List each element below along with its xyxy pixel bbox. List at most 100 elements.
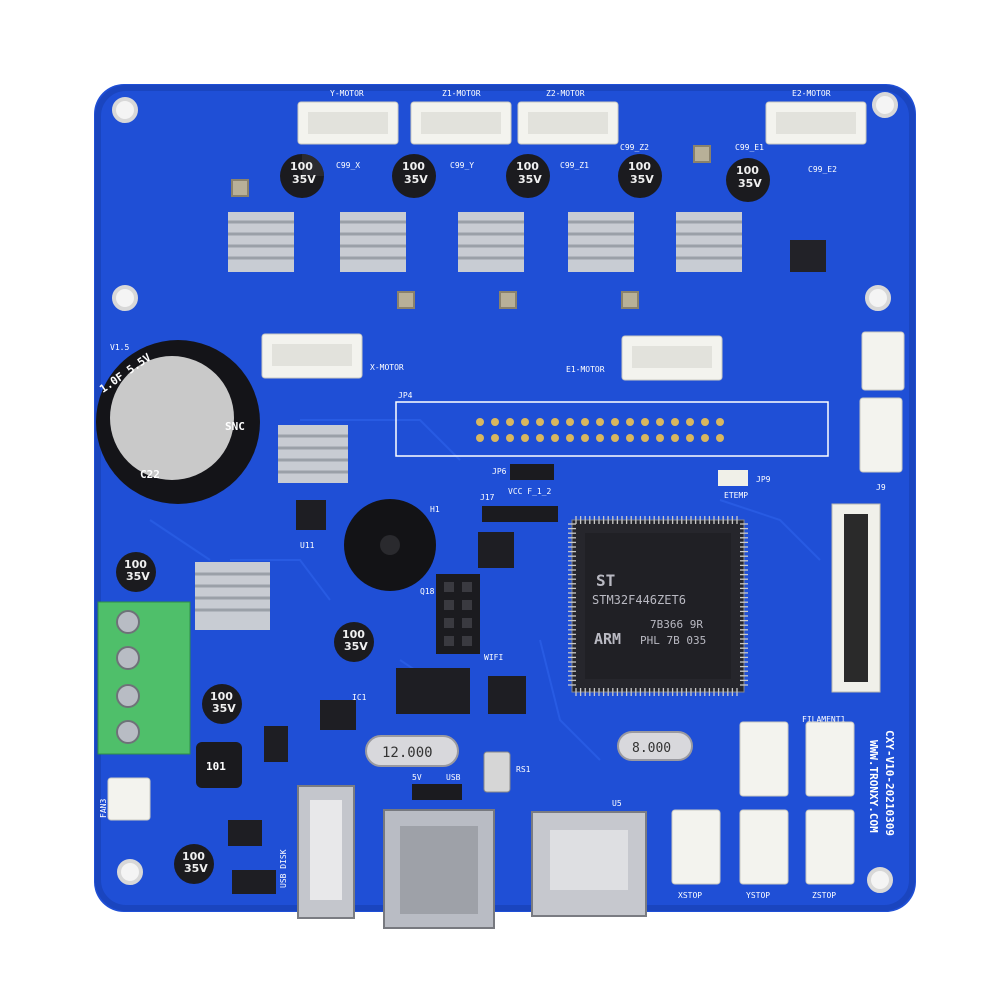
svg-text:YSTOP: YSTOP: [746, 891, 770, 900]
svg-text:35V: 35V: [212, 702, 236, 715]
header-pin: [521, 434, 529, 442]
heatsink-power: [195, 562, 270, 630]
svg-text:100: 100: [402, 160, 425, 173]
svg-text:U5: U5: [612, 799, 622, 808]
header-j17[interactable]: J17: [480, 493, 558, 522]
driver-labels: C99_X C99_Y C99_Z1 C99_Z2 C99_E1 C99_E2: [336, 143, 837, 174]
motor-connector-e1[interactable]: E1-MOTOR: [566, 335, 723, 381]
svg-text:35V: 35V: [404, 173, 428, 186]
header-jp6[interactable]: JP6 VCC F_1_2: [492, 464, 554, 496]
header-pin: [611, 418, 619, 426]
connector-xstop[interactable]: XSTOP: [671, 809, 721, 900]
connector-filament[interactable]: FILAMENT1: [802, 715, 855, 797]
header-pin: [596, 418, 604, 426]
header-pin: [686, 434, 694, 442]
svg-text:35V: 35V: [630, 173, 654, 186]
svg-text:JP6: JP6: [492, 467, 507, 476]
endstop-connectors: FILAMENT1 XSTOP YSTOP ZSTOP: [671, 715, 855, 900]
header-pin: [686, 418, 694, 426]
label-e2-motor: E2-MOTOR: [792, 89, 831, 98]
header-pin: [641, 434, 649, 442]
motor-connector-z1[interactable]: Z1-MOTOR: [410, 89, 512, 145]
driver-heatsinks: [195, 212, 742, 630]
header-pin: [701, 434, 709, 442]
heatsink-z2: [568, 212, 634, 272]
header-jp9[interactable]: JP9 ETEMP: [718, 470, 771, 500]
capacitor-z2: 100 35V: [618, 154, 662, 198]
connector-ystop[interactable]: YSTOP: [739, 809, 789, 900]
trim-potentiometers[interactable]: [231, 145, 711, 309]
header-pin: [476, 434, 484, 442]
svg-text:100: 100: [342, 628, 365, 641]
mounting-holes: [112, 92, 898, 893]
connector-zstop[interactable]: ZSTOP: [805, 809, 855, 900]
mcu-chip: ST STM32F446ZET6 7B366 9R ARM PHL 7B 035: [568, 516, 748, 696]
header-pin: [566, 434, 574, 442]
connector-j9[interactable]: J9: [859, 397, 903, 492]
svg-text:IC1: IC1: [352, 693, 367, 702]
svg-text:PHL 7B 035: PHL 7B 035: [640, 634, 706, 647]
motor-connector-z2[interactable]: Z2-MOTOR: [517, 89, 619, 145]
svg-text:100: 100: [628, 160, 651, 173]
svg-text:VCC F_1_2: VCC F_1_2: [508, 487, 552, 496]
crystal-main: 12.000: [365, 735, 459, 767]
reset-button[interactable]: RS1: [483, 751, 531, 793]
header-pin: [536, 418, 544, 426]
svg-text:12.000: 12.000: [382, 745, 433, 761]
header-pin: [551, 418, 559, 426]
motor-connector-y[interactable]: Y-MOTOR: [297, 89, 399, 145]
svg-text:C99_E2: C99_E2: [808, 165, 837, 174]
svg-text:JP9: JP9: [756, 475, 771, 484]
svg-text:101: 101: [206, 760, 226, 773]
fan-connector[interactable]: FAN3: [99, 777, 151, 821]
svg-text:C99_E1: C99_E1: [735, 143, 764, 152]
connector-endstop-a[interactable]: [739, 721, 789, 797]
wifi-header[interactable]: Q18 WIFI: [420, 574, 503, 662]
svg-text:100: 100: [736, 164, 759, 177]
svg-text:STM32F446ZET6: STM32F446ZET6: [592, 593, 686, 607]
power-terminal[interactable]: [97, 601, 191, 755]
svg-text:H1: H1: [430, 505, 440, 514]
svg-text:C99_X: C99_X: [336, 161, 360, 170]
driver-chip-e2: [790, 240, 826, 272]
buzzer: H1: [344, 499, 440, 591]
header-pin: [491, 434, 499, 442]
svg-text:100: 100: [516, 160, 539, 173]
svg-text:C99_Z2: C99_Z2: [620, 143, 649, 152]
label-z2-motor: Z2-MOTOR: [546, 89, 585, 98]
sd-card-slot[interactable]: U5: [531, 799, 647, 917]
usb-disk-port[interactable]: USB DISK: [279, 785, 355, 919]
svg-text:35V: 35V: [518, 173, 542, 186]
heatsink-regulator: [278, 425, 348, 483]
svg-text:Q18: Q18: [420, 587, 435, 596]
header-pin: [716, 418, 724, 426]
svg-text:XSTOP: XSTOP: [678, 891, 702, 900]
svg-text:7B366 9R: 7B366 9R: [650, 618, 703, 631]
header-jp4[interactable]: JP4: [395, 391, 829, 457]
pcb-edge-shade: [95, 85, 915, 911]
supply-jumper[interactable]: 5V USB: [412, 773, 462, 800]
inductor: 101: [196, 742, 242, 788]
svg-text:RS1: RS1: [516, 765, 531, 774]
svg-text:C99_Y: C99_Y: [450, 161, 474, 170]
board-serial: CXY-V10-20210309: [883, 730, 896, 836]
heatsink-z1: [458, 212, 524, 272]
svg-text:USB DISK: USB DISK: [279, 849, 288, 888]
svg-text:FILAMENT1: FILAMENT1: [802, 715, 846, 724]
svg-text:100: 100: [182, 850, 205, 863]
capacitor-center: 100 35V: [334, 622, 374, 662]
capacitor-x: 100 35V: [280, 154, 324, 198]
motor-connector-x[interactable]: X-MOTOR: [261, 333, 404, 379]
header-pin: [641, 418, 649, 426]
svg-text:SNC: SNC: [225, 420, 245, 433]
usb-b-port[interactable]: [383, 809, 495, 929]
connector-right-1[interactable]: [861, 331, 905, 391]
header-pin: [611, 434, 619, 442]
header-pin: [581, 434, 589, 442]
ribbon-connector[interactable]: [831, 503, 881, 693]
motor-connector-e2[interactable]: E2-MOTOR: [765, 89, 867, 145]
header-pin: [626, 434, 634, 442]
header-pin: [671, 418, 679, 426]
svg-text:ARM: ARM: [594, 630, 621, 648]
